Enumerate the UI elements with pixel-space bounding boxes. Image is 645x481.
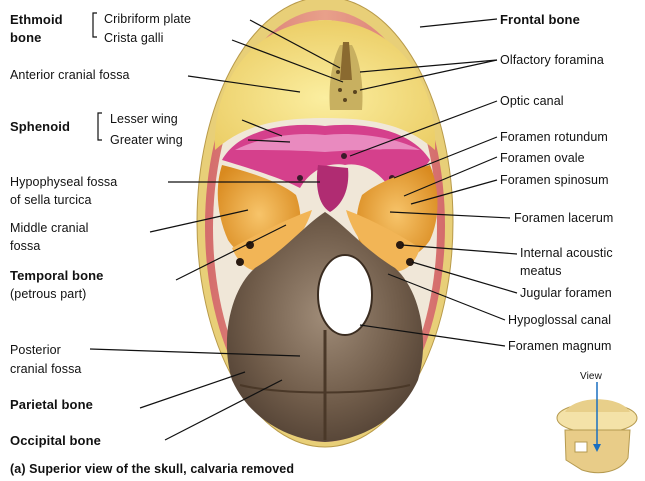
foramen-ovale-label: Foramen ovale [500, 151, 585, 166]
hypoglossal-canal-label: Hypoglossal canal [508, 313, 611, 328]
hypophyseal-fossa-label-2: of sella turcica [10, 193, 92, 208]
foramen-spinosum-label: Foramen spinosum [500, 173, 609, 188]
ethmoid-bone-label-2: bone [10, 30, 41, 45]
optic-canal-label: Optic canal [500, 94, 564, 109]
optic-canal-hole [341, 153, 347, 159]
view-label: View [580, 369, 602, 384]
olfactory-foramina-label: Olfactory foramina [500, 53, 604, 68]
crista-galli-label: Crista galli [104, 31, 164, 46]
frontal-bone-label: Frontal bone [500, 12, 580, 27]
internal-acoustic-meatus-label-2: meatus [520, 264, 562, 279]
internal-acoustic-meatus-label: Internal acoustic [520, 246, 613, 261]
sphenoid-label: Sphenoid [10, 119, 70, 134]
foramen-magnum-label: Foramen magnum [508, 339, 612, 354]
posterior-cranial-fossa-label: Posterior [10, 343, 61, 358]
jugular-foramen-label: Jugular foramen [520, 286, 612, 301]
view-inset-icon [557, 382, 637, 473]
foramen-rotundum-label: Foramen rotundum [500, 130, 608, 145]
hypophyseal-fossa-label: Hypophyseal fossa [10, 175, 117, 190]
posterior-cranial-fossa-label-2: cranial fossa [10, 362, 81, 377]
anterior-cranial-fossa-label: Anterior cranial fossa [10, 68, 130, 83]
lesser-wing-label: Lesser wing [110, 112, 178, 127]
middle-cranial-fossa-label: Middle cranial [10, 221, 89, 236]
temporal-petrous-label: (petrous part) [10, 287, 86, 302]
foramen-magnum-hole [318, 255, 372, 335]
cribriform-plate-label: Cribriform plate [104, 12, 191, 27]
ethmoid-bone-label: Ethmoid [10, 12, 63, 27]
figure-caption: (a) Superior view of the skull, calvaria… [10, 462, 294, 477]
foramen-lacerum-label: Foramen lacerum [514, 211, 613, 226]
temporal-bone-label: Temporal bone [10, 268, 104, 283]
middle-cranial-fossa-label-2: fossa [10, 239, 40, 254]
occipital-bone-label: Occipital bone [10, 433, 101, 448]
greater-wing-label: Greater wing [110, 133, 183, 148]
parietal-bone-label: Parietal bone [10, 397, 93, 412]
